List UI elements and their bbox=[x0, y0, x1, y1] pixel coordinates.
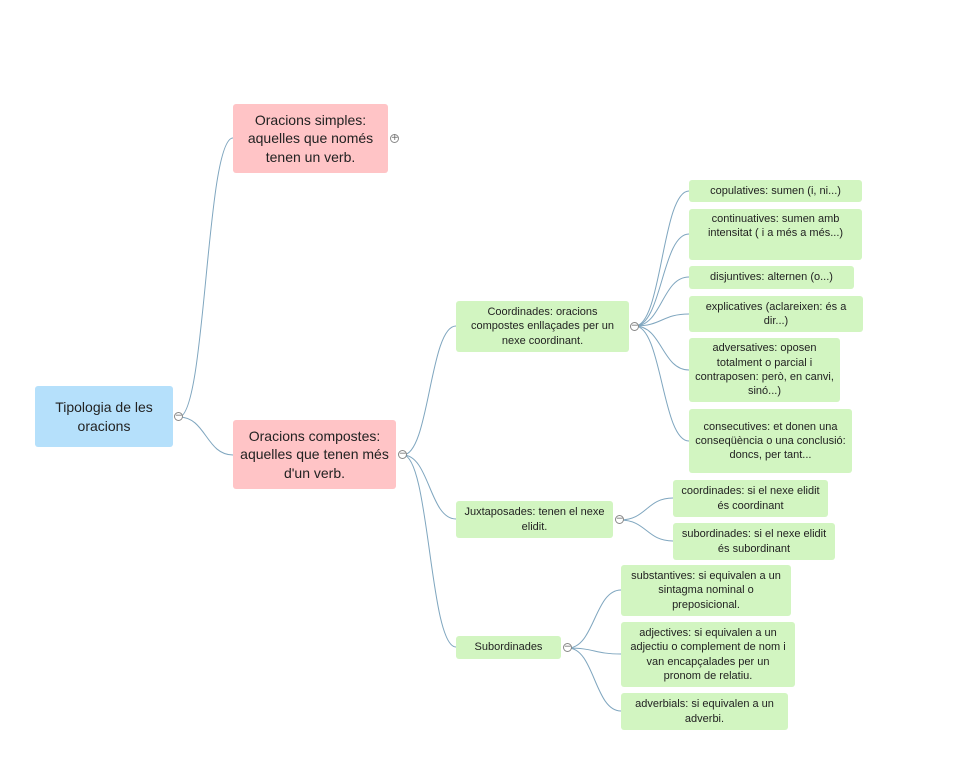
node-coordinades[interactable]: Coordinades: oracions compostes enllaçad… bbox=[456, 301, 629, 352]
node-copulatives[interactable]: copulatives: sumen (i, ni...) bbox=[689, 180, 862, 202]
edge-juxt-subordinades bbox=[619, 519, 674, 542]
edge-sub-adjectives bbox=[567, 647, 622, 655]
edge-coord-consecutives bbox=[634, 325, 690, 442]
node-adversatives[interactable]: adversatives: oposen totalment o parcial… bbox=[689, 338, 840, 402]
edge-coord-copulatives bbox=[634, 190, 690, 327]
collapse-compostes-icon[interactable]: − bbox=[398, 449, 407, 459]
node-disjuntives[interactable]: disjuntives: alternen (o...) bbox=[689, 266, 854, 289]
edge-coord-continuatives bbox=[634, 233, 690, 327]
edge-compostes-juxtaposades bbox=[402, 454, 457, 520]
root-node[interactable]: Tipologia de les oracions bbox=[35, 386, 173, 447]
edge-coord-disjuntives bbox=[634, 276, 690, 327]
expand-simples-icon[interactable]: + bbox=[390, 133, 399, 143]
node-consecutives[interactable]: consecutives: et donen una conseqüència … bbox=[689, 409, 852, 473]
node-substantives[interactable]: substantives: si equivalen a un sintagma… bbox=[621, 565, 791, 616]
edge-compostes-subordinades bbox=[402, 454, 457, 648]
node-continuatives[interactable]: continuatives: sumen amb intensitat ( i … bbox=[689, 209, 862, 260]
edge-root-compostes bbox=[178, 416, 234, 456]
node-oracions-simples[interactable]: Oracions simples: aquelles que només ten… bbox=[233, 104, 388, 173]
node-juxtaposades[interactable]: Juxtaposades: tenen el nexe elidit. bbox=[456, 501, 613, 538]
collapse-juxtaposades-icon[interactable]: − bbox=[615, 514, 624, 524]
collapse-coordinades-icon[interactable]: − bbox=[630, 321, 639, 331]
node-oracions-compostes[interactable]: Oracions compostes: aquelles que tenen m… bbox=[233, 420, 396, 489]
node-juxt-coordinades[interactable]: coordinades: si el nexe elidit és coordi… bbox=[673, 480, 828, 517]
edge-root-simples bbox=[178, 137, 234, 418]
node-adverbials[interactable]: adverbials: si equivalen a un adverbi. bbox=[621, 693, 788, 730]
node-adjectives[interactable]: adjectives: si equivalen a un adjectiu o… bbox=[621, 622, 795, 687]
edge-sub-substantives bbox=[567, 589, 622, 649]
collapse-subordinades-icon[interactable]: − bbox=[563, 642, 572, 652]
edge-coord-explicatives bbox=[634, 313, 690, 327]
edge-coord-adversatives bbox=[634, 325, 690, 371]
edge-compostes-coordinades bbox=[402, 325, 457, 456]
collapse-root-icon[interactable]: − bbox=[174, 411, 183, 421]
node-juxt-subordinades[interactable]: subordinades: si el nexe elidit és subor… bbox=[673, 523, 835, 560]
node-explicatives[interactable]: explicatives (aclareixen: és a dir...) bbox=[689, 296, 863, 332]
edge-sub-adverbials bbox=[567, 647, 622, 712]
node-subordinades[interactable]: Subordinades bbox=[456, 636, 561, 659]
edge-juxt-coordinades bbox=[619, 497, 674, 521]
